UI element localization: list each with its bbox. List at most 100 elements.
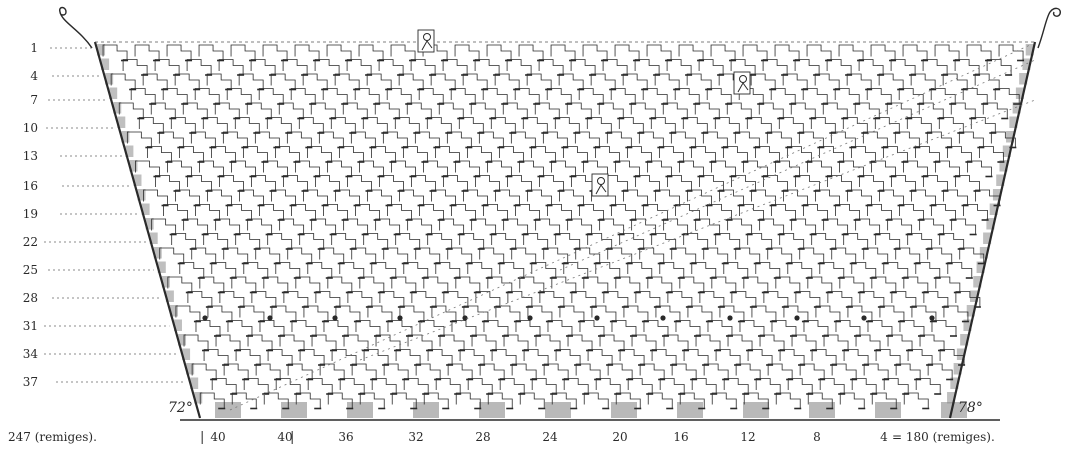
seat-block	[886, 102, 912, 119]
seat-block	[291, 204, 316, 220]
seat-block	[775, 160, 800, 177]
seat-block	[219, 175, 244, 191]
seat-block	[163, 204, 188, 220]
seat-block	[538, 59, 564, 75]
seat-block	[943, 189, 968, 206]
seat-block	[770, 88, 796, 104]
seat-block	[715, 233, 741, 249]
seat-block	[403, 378, 429, 394]
seat-block	[387, 320, 413, 336]
seat-block	[187, 291, 213, 307]
seat-block	[387, 204, 412, 220]
seat-block	[195, 320, 221, 336]
seat-block	[359, 392, 385, 409]
seat-block	[642, 88, 668, 104]
seat-block	[958, 131, 984, 148]
seat-block	[371, 378, 397, 394]
seat-block	[810, 117, 836, 133]
seat-block	[839, 276, 865, 293]
seat-block	[295, 160, 320, 177]
seat-block	[827, 291, 853, 307]
seat-block	[799, 363, 825, 380]
seat-block	[499, 262, 525, 278]
seat-block	[974, 73, 1000, 90]
hull-shade	[125, 145, 134, 157]
seat-block	[627, 378, 653, 394]
seat-block	[174, 73, 200, 90]
seat-block	[210, 146, 236, 162]
seat-block	[714, 117, 740, 133]
seat-block	[338, 146, 364, 162]
hull-shade	[173, 319, 182, 331]
seat-block	[655, 305, 681, 322]
seat-block	[763, 291, 789, 307]
hull-shade	[101, 58, 110, 70]
oarlock-dot	[462, 315, 468, 321]
seat-block	[423, 160, 448, 177]
seat-block	[779, 233, 805, 249]
seat-block	[507, 175, 532, 191]
seat-block	[639, 247, 665, 264]
seat-block	[883, 262, 909, 278]
seat-block	[247, 218, 273, 235]
seat-block	[483, 204, 508, 220]
seat-block	[911, 189, 936, 206]
seat-block	[863, 247, 889, 264]
seat-block	[955, 175, 980, 191]
bottom-count-label: 8	[813, 430, 821, 444]
seat-block	[223, 363, 249, 380]
seat-block	[375, 218, 401, 235]
seat-block	[855, 218, 881, 235]
seat-block	[791, 218, 817, 235]
seat-block	[667, 175, 692, 191]
seat-block	[255, 363, 281, 380]
seat-block	[703, 247, 729, 264]
seat-block	[895, 363, 921, 380]
seat-block	[542, 131, 568, 148]
hull-shade	[1019, 73, 1028, 85]
seat-block	[470, 102, 496, 119]
seat-block	[607, 363, 633, 380]
seat-block	[558, 73, 584, 90]
seat-block	[335, 305, 361, 322]
seat-block	[771, 204, 796, 220]
seat-block	[970, 117, 996, 133]
seat-block	[323, 320, 349, 336]
seat-block	[711, 392, 737, 409]
seat-block	[531, 262, 557, 278]
seat-block	[479, 247, 505, 264]
seat-block	[439, 218, 465, 235]
seat-block	[275, 378, 301, 394]
seat-block	[782, 73, 808, 90]
seat-block	[598, 102, 624, 119]
rower-body	[595, 184, 607, 195]
seat-block	[511, 363, 537, 380]
seat-block	[747, 233, 773, 249]
seat-block	[659, 262, 685, 278]
seat-block	[563, 378, 589, 394]
seat-block	[722, 146, 748, 162]
seat-block	[551, 392, 577, 409]
row-number-label: 7	[30, 93, 38, 107]
seat-block	[603, 291, 629, 307]
seat-block	[662, 102, 688, 119]
seat-block	[630, 102, 656, 119]
seat-block	[627, 262, 653, 278]
seat-block	[327, 276, 353, 293]
seat-block	[495, 305, 521, 322]
seat-block	[346, 59, 372, 75]
seat-block	[847, 189, 872, 206]
seat-block	[914, 146, 940, 162]
seat-block	[183, 218, 209, 235]
seat-block	[282, 59, 308, 75]
seat-block	[434, 146, 460, 162]
seat-block	[910, 73, 936, 90]
seat-block	[962, 88, 988, 104]
seat-block	[238, 73, 264, 90]
seat-block	[947, 262, 973, 278]
seat-block	[583, 160, 608, 177]
seat-block	[923, 175, 948, 191]
hull-shade	[133, 174, 142, 186]
seat-block	[931, 204, 956, 220]
seat-block	[978, 146, 1004, 162]
